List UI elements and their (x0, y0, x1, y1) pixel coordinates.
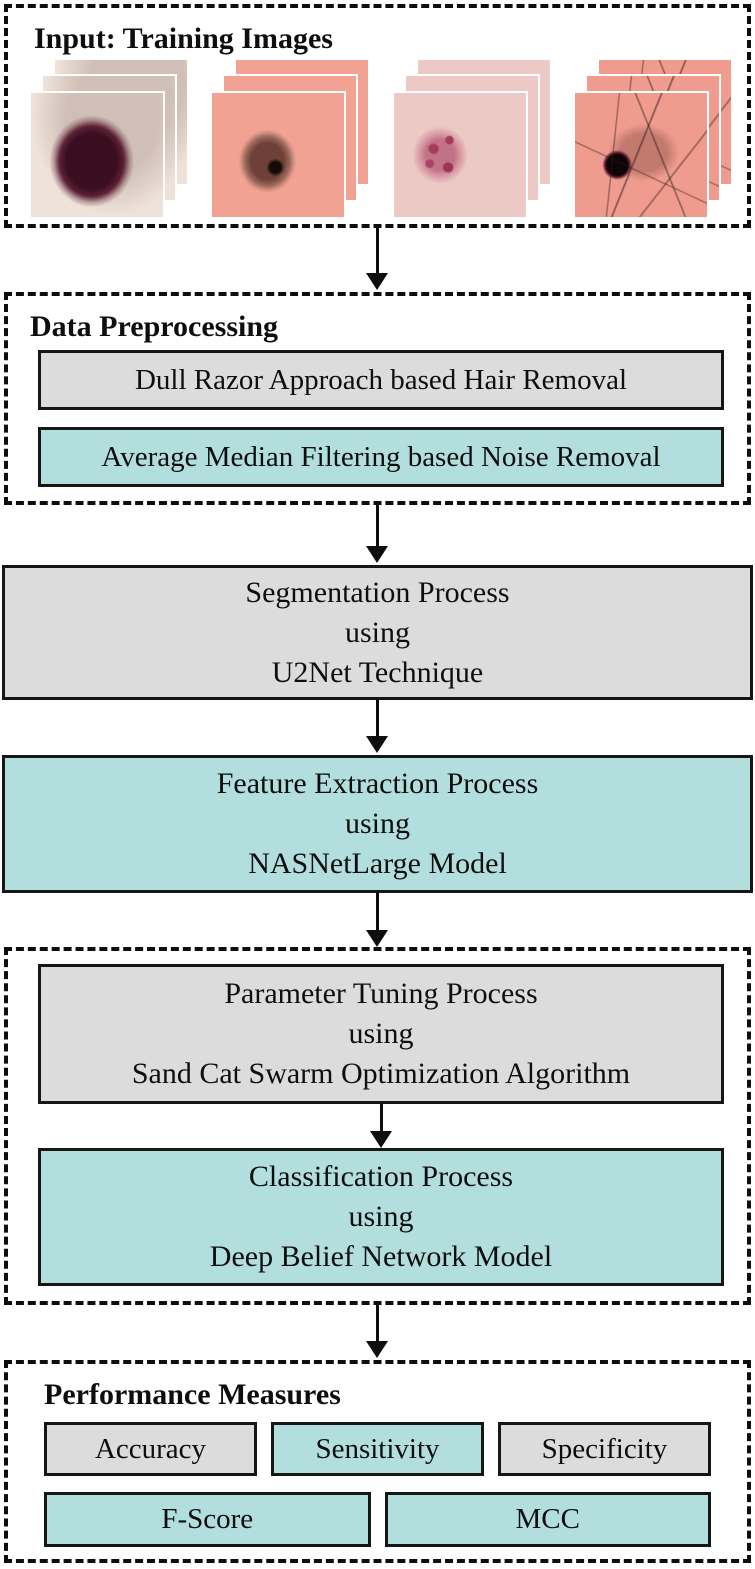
metric-sensitivity: Sensitivity (271, 1422, 484, 1476)
input-section-title: Input: Training Images (34, 22, 333, 55)
flow-arrow-3 (364, 700, 390, 753)
flow-arrow-1 (364, 228, 390, 290)
flow-arrow-6 (364, 1305, 390, 1358)
feature-extraction-line-1: Feature Extraction Process (216, 767, 539, 800)
feature-extraction-box: Feature Extraction Process using NASNetL… (2, 755, 753, 893)
segmentation-line-2: using (344, 615, 410, 649)
training-image-stack-3 (391, 58, 552, 220)
arrow-head-icon (366, 546, 388, 563)
arrow-head-icon (370, 1131, 392, 1148)
arrow-head-icon (366, 930, 388, 947)
arrow-head-icon (366, 273, 388, 290)
arrow-head-icon (366, 736, 388, 753)
performance-section: Performance Measures Accuracy Sensitivit… (4, 1360, 751, 1563)
training-image-stack-2 (210, 58, 371, 220)
preprocessing-title: Data Preprocessing (30, 310, 279, 343)
parameter-tuning-line-1: Parameter Tuning Process (224, 977, 538, 1010)
flow-arrow-4 (364, 893, 390, 947)
performance-row-1: Accuracy Sensitivity Specificity (44, 1422, 711, 1476)
classification-box: Classification Process using Deep Belief… (38, 1148, 724, 1286)
arrow-shaft (375, 893, 379, 931)
metric-fscore: F-Score (44, 1492, 371, 1547)
arrow-shaft (375, 505, 379, 547)
parameter-tuning-line-2: using (348, 1017, 414, 1050)
training-image-stack-1 (29, 58, 189, 220)
classification-line-3: Deep Belief Network Model (209, 1240, 553, 1273)
flow-arrow-2 (364, 505, 390, 563)
hair-removal-step: Dull Razor Approach based Hair Removal (38, 350, 724, 410)
metric-accuracy: Accuracy (44, 1422, 257, 1476)
segmentation-line-3: U2Net Technique (271, 655, 484, 689)
lesion-image-3-front (391, 91, 528, 219)
arrow-shaft (375, 700, 379, 737)
parameter-tuning-box: Parameter Tuning Process using Sand Cat … (38, 964, 724, 1104)
performance-title: Performance Measures (44, 1378, 341, 1411)
training-images-row (29, 58, 733, 228)
parameter-tuning-line-3: Sand Cat Swarm Optimization Algorithm (131, 1057, 631, 1090)
classification-line-2: using (348, 1200, 414, 1233)
metric-specificity: Specificity (498, 1422, 711, 1476)
arrow-head-icon (366, 1341, 388, 1358)
feature-extraction-line-2: using (344, 807, 410, 840)
segmentation-line-1: Segmentation Process (245, 575, 510, 609)
arrow-shaft (375, 1305, 379, 1342)
performance-row-2: F-Score MCC (44, 1492, 711, 1547)
arrow-shaft (379, 1104, 383, 1132)
flow-arrow-5 (368, 1104, 394, 1148)
arrow-shaft (375, 228, 379, 274)
lesion-image-2-front (210, 91, 347, 219)
feature-extraction-line-3: NASNetLarge Model (248, 847, 507, 880)
input-section: Input: Training Images (4, 4, 751, 228)
preprocessing-section: Data Preprocessing Dull Razor Approach b… (4, 292, 751, 505)
segmentation-box: Segmentation Process using U2Net Techniq… (2, 565, 753, 700)
lesion-image-1-front (29, 91, 165, 219)
lesion-image-4-front (572, 91, 709, 219)
training-image-stack-4 (572, 58, 733, 220)
tuning-classification-section: Parameter Tuning Process using Sand Cat … (4, 947, 751, 1305)
metric-mcc: MCC (384, 1492, 711, 1547)
classification-line-1: Classification Process (248, 1160, 514, 1193)
noise-removal-step: Average Median Filtering based Noise Rem… (38, 427, 724, 487)
